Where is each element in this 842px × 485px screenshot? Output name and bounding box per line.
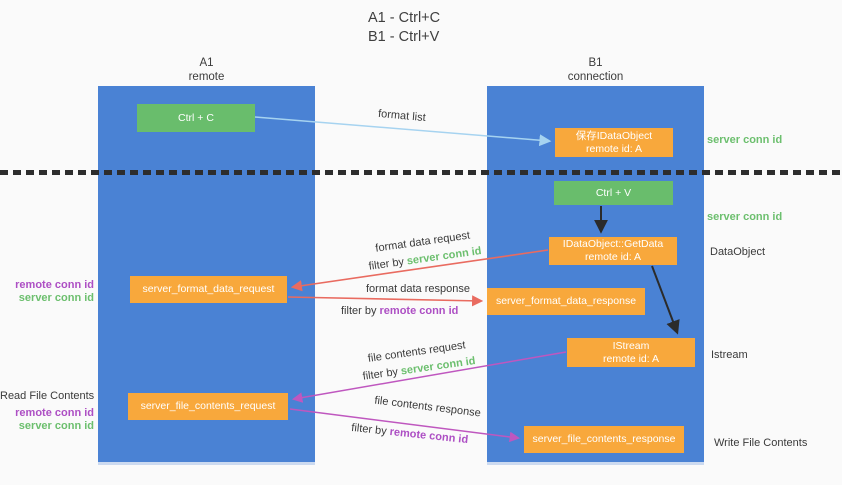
label-dataobject: DataObject xyxy=(710,246,766,258)
label-read-file-contents: Read File Contents xyxy=(0,390,95,402)
label-file-contents-request-group: file contents request filter by server c… xyxy=(350,335,485,387)
filter-by-text: filter by xyxy=(361,365,402,383)
label-filter-remote-conn-id-2: filter by remote conn id xyxy=(350,420,469,449)
remote-conn-id-text: remote conn id xyxy=(389,425,469,447)
title-line-1: A1 - Ctrl+C xyxy=(368,10,441,26)
node-format-response-label: server_format_data_response xyxy=(495,295,637,307)
node-server-file-contents-request: server_file_contents_request xyxy=(128,393,288,420)
node-file-response-label: server_file_contents_response xyxy=(532,433,676,445)
label-server-conn-id-1: server conn id xyxy=(18,291,94,304)
node-getdata-line1: IDataObject::GetData xyxy=(562,238,664,250)
filter-by-text: filter by xyxy=(350,421,391,438)
column-a1-title: A1 xyxy=(199,57,214,69)
node-save-idataobject: 保存IDataObject remote id: A xyxy=(555,128,673,157)
label-write-file-contents: Write File Contents xyxy=(714,437,808,449)
title-line-2: B1 - Ctrl+V xyxy=(368,29,440,45)
label-left-conn-ids-2: remote conn id server conn id xyxy=(0,407,94,432)
node-istream-line2: remote id: A xyxy=(602,352,660,365)
remote-conn-id-text: remote conn id xyxy=(379,305,459,317)
label-server-conn-id-top: server conn id xyxy=(707,134,783,146)
node-istream-line1: IStream xyxy=(612,339,650,352)
label-remote-conn-id-1: remote conn id xyxy=(15,279,94,291)
node-istream: IStream remote id: A xyxy=(567,338,695,367)
label-server-conn-id-2: server conn id xyxy=(18,419,94,432)
node-save-idataobject-line2: remote id: A xyxy=(585,142,643,155)
node-server-format-data-request: server_format_data_request xyxy=(130,276,287,303)
column-header-a1: A1 remote xyxy=(98,56,315,84)
column-a1-subtitle: remote xyxy=(188,71,225,83)
column-header-b1: B1 connection xyxy=(487,56,704,84)
label-filter-remote-conn-id-1: filter by remote conn id xyxy=(341,303,458,320)
node-ctrl-c: Ctrl + C xyxy=(137,104,255,132)
label-format-data-request-group: format data request filter by server con… xyxy=(356,225,491,277)
label-left-conn-ids-1: remote conn id server conn id xyxy=(0,279,94,304)
node-format-request-label: server_format_data_request xyxy=(142,283,275,295)
column-b1-title: B1 xyxy=(588,57,603,69)
node-getdata-line2: remote id: A xyxy=(584,251,642,263)
node-file-request-label: server_file_contents_request xyxy=(140,400,276,412)
node-save-idataobject-line1: 保存IDataObject xyxy=(575,129,653,142)
label-remote-conn-id-2: remote conn id xyxy=(15,407,94,419)
node-server-format-data-response: server_format_data_response xyxy=(487,288,645,315)
filter-by-text: filter by xyxy=(341,305,380,317)
label-format-data-response: format data response xyxy=(366,283,470,295)
filter-by-text: filter by xyxy=(367,255,408,273)
diagram-title: A1 - Ctrl+C B1 - Ctrl+V xyxy=(368,9,440,47)
column-b1-subtitle: connection xyxy=(567,71,624,83)
label-server-conn-id-mid: server conn id xyxy=(707,211,783,223)
label-istream: Istream xyxy=(711,349,748,361)
phase-divider xyxy=(0,170,842,175)
node-ctrl-v: Ctrl + V xyxy=(554,181,673,205)
node-ctrl-v-label: Ctrl + V xyxy=(595,186,632,199)
label-format-list: format list xyxy=(377,107,427,125)
label-file-contents-response: file contents response xyxy=(373,394,482,420)
node-server-file-contents-response: server_file_contents_response xyxy=(524,426,684,453)
node-idataobject-getdata: IDataObject::GetData remote id: A xyxy=(549,237,677,265)
node-ctrl-c-label: Ctrl + C xyxy=(178,111,214,124)
